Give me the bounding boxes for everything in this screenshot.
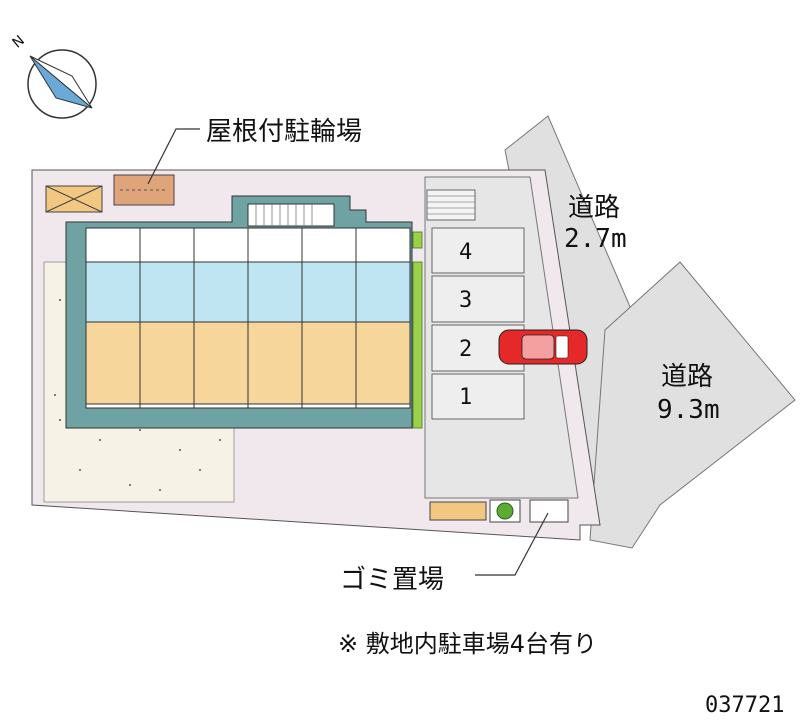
unit bbox=[355, 227, 411, 409]
parking-number: 4 bbox=[459, 240, 472, 265]
unit bbox=[193, 227, 249, 409]
road-narrow-width: 2.7m bbox=[564, 224, 627, 254]
footnote: ※ 敷地内駐車場4台有り bbox=[338, 630, 597, 658]
unit bbox=[139, 227, 195, 409]
parking-number: 3 bbox=[459, 288, 472, 313]
road-wide bbox=[589, 261, 796, 549]
garbage-area-label: ゴミ置場 bbox=[340, 565, 444, 595]
parking-space-4 bbox=[431, 227, 525, 274]
garbage-area bbox=[429, 501, 487, 521]
unit bbox=[301, 227, 357, 409]
compass-north-label: N bbox=[10, 33, 28, 52]
parking-number: 2 bbox=[459, 337, 472, 362]
car-icon bbox=[498, 329, 588, 365]
parking-number: 1 bbox=[459, 385, 472, 410]
parking-space-numbers: 4 3 2 1 bbox=[459, 240, 472, 410]
road-narrow-name: 道路 bbox=[568, 193, 620, 223]
unit bbox=[85, 227, 141, 409]
hedge bbox=[412, 231, 423, 249]
apartment-units bbox=[85, 227, 411, 409]
bicycle-parking-label: 屋根付駐輪場 bbox=[206, 117, 362, 147]
parking-space-3 bbox=[431, 275, 525, 323]
road-wide-width: 9.3m bbox=[657, 395, 720, 425]
road-wide-name: 道路 bbox=[661, 362, 713, 392]
utility-box bbox=[529, 499, 569, 523]
hedge bbox=[412, 261, 423, 429]
parking-space-1 bbox=[431, 373, 525, 420]
property-code: 037721 bbox=[705, 693, 784, 718]
stairs bbox=[426, 189, 476, 221]
compass-icon: N bbox=[10, 33, 97, 119]
unit bbox=[247, 227, 303, 409]
